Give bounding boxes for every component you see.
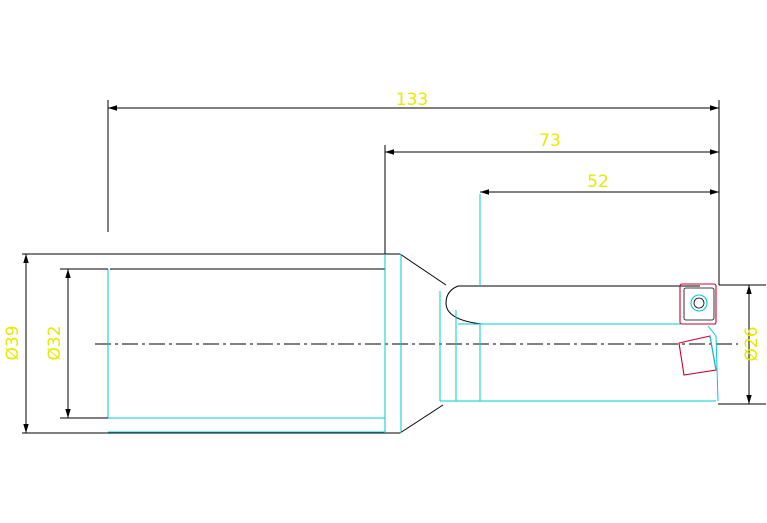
dimension-mid-length (384, 145, 719, 254)
dimension-overall-length-label: 133 (396, 90, 428, 110)
dimension-mid-length-label: 73 (539, 131, 561, 151)
insert-bottom (678, 335, 717, 376)
hidden-lines (107, 194, 719, 433)
body-outline (22, 253, 700, 434)
insert-screw-icon (690, 294, 708, 312)
insert-top (679, 283, 717, 325)
dimension-head-diameter-label: Ø26 (742, 326, 762, 361)
dimension-outer-diameter-label: Ø39 (3, 325, 23, 360)
dimension-head-diameter (718, 284, 766, 405)
dimension-flute-length-label: 52 (587, 172, 609, 192)
dimension-bore-diameter (60, 268, 108, 419)
dimension-bore-diameter-label: Ø32 (45, 325, 65, 360)
